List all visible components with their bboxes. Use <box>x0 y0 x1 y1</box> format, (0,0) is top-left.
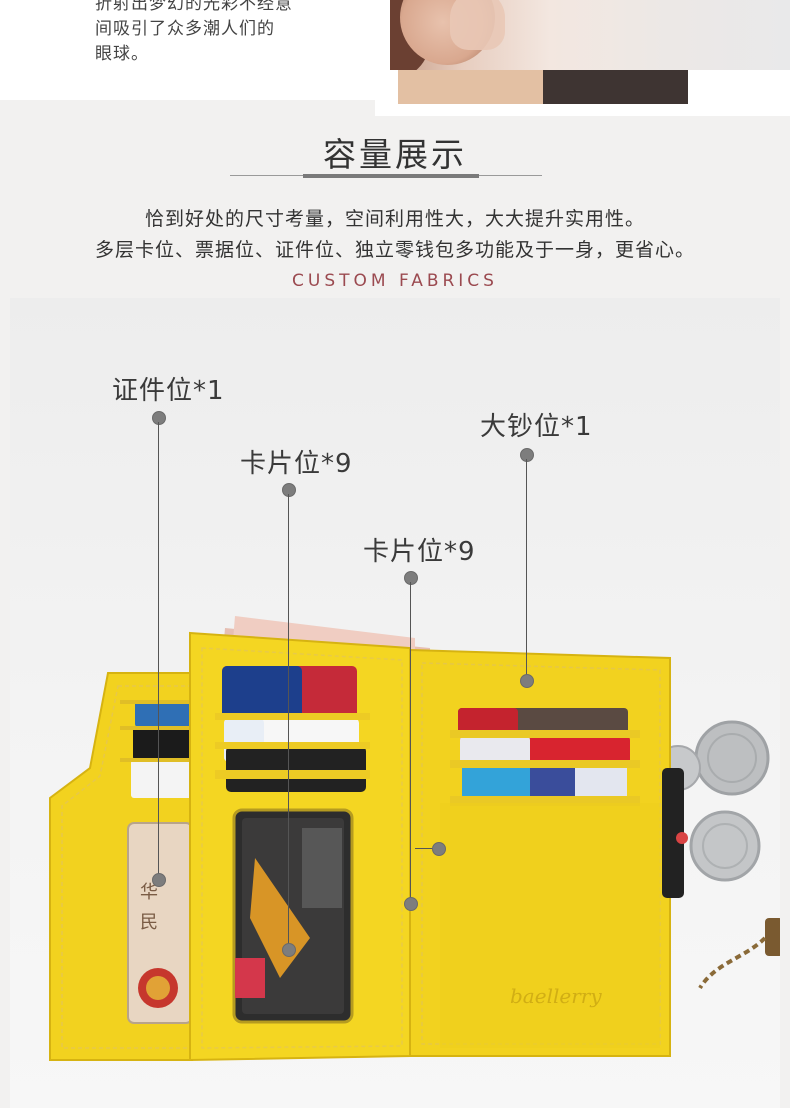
color-swatch-tan[interactable] <box>398 70 543 104</box>
title-underline-accent <box>303 174 479 178</box>
callout-dot-card-slot-right <box>404 571 418 585</box>
zipper-chain <box>698 918 780 990</box>
intro-text: 折射出梦幻的光彩不经意 间吸引了众多潮人们的 眼球。 <box>95 0 335 67</box>
product-photo: FOREIGN 民 华 <box>10 298 780 1108</box>
section-tagline: CUSTOM FABRICS <box>292 271 498 291</box>
coins <box>655 720 770 882</box>
callout-line-id-slot <box>158 422 159 884</box>
svg-text:民: 民 <box>140 912 158 933</box>
callout-dot-id-slot-end <box>152 873 166 887</box>
callout-label-card-slot-right: 卡片位*9 <box>363 537 476 567</box>
callout-dot-id-slot <box>152 411 166 425</box>
callout-label-cash-slot: 大钞位*1 <box>480 412 593 442</box>
color-swatch-dark[interactable] <box>543 70 688 104</box>
intro-text-line: 折射出梦幻的光彩不经意 <box>95 0 293 14</box>
callout-dot-card-slot-left <box>282 483 296 497</box>
intro-text-panel: 折射出梦幻的光彩不经意 间吸引了众多潮人们的 眼球。 <box>0 0 375 100</box>
callout-dot-card-slot-right-branch <box>432 842 446 856</box>
callout-label-card-slot-left: 卡片位*9 <box>240 449 353 479</box>
intro-text-line: 间吸引了众多潮人们的 <box>95 19 275 39</box>
section-description-line-1: 恰到好处的尺寸考量，空间利用性大，大大提升实用性。 <box>144 208 645 230</box>
svg-text:华: 华 <box>140 882 158 903</box>
callout-line-card-slot-right <box>410 582 411 902</box>
callout-dot-card-slot-left-end <box>282 943 296 957</box>
callout-dot-card-slot-right-end <box>404 897 418 911</box>
callout-line-card-slot-left <box>288 494 289 948</box>
wallet-left-panel: 民 华 <box>49 672 195 1061</box>
wallet-illustration: FOREIGN 民 华 <box>49 616 780 1062</box>
brand-emboss: baellerry <box>510 984 602 1008</box>
model-hand <box>450 0 505 50</box>
wallet-right-panel: baellerry <box>409 648 688 1057</box>
callout-dot-cash-slot <box>520 448 534 462</box>
callout-label-id-slot: 证件位*1 <box>112 376 225 406</box>
callout-branch-card-slot-right <box>415 848 435 849</box>
model-photo <box>390 0 790 70</box>
section-description-line-2: 多层卡位、票据位、证件位、独立零钱包多功能及于一身，更省心。 <box>94 239 695 261</box>
callout-dot-cash-slot-end <box>520 674 534 688</box>
intro-text-line: 眼球。 <box>95 44 149 64</box>
callout-line-cash-slot <box>526 459 527 679</box>
wallet-middle-panel <box>189 631 411 1062</box>
section-title: 容量展示 <box>323 135 467 174</box>
